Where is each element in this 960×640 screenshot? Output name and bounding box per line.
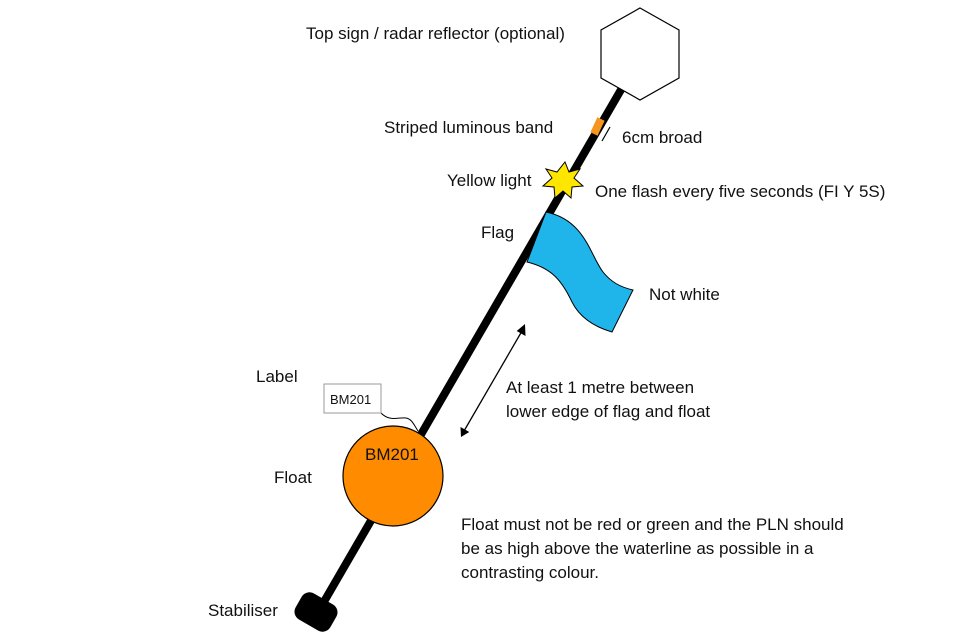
band-width-label: 6cm broad [622,128,702,147]
float-label: Float [274,468,312,487]
striped-band-label: Striped luminous band [384,118,553,137]
float-text: BM201 [365,445,419,464]
distance-label-line1: At least 1 metre between [506,378,694,397]
flag-colour-label: Not white [649,285,720,304]
label-label: Label [256,367,298,386]
top-sign-label: Top sign / radar reflector (optional) [306,24,565,43]
flag-label: Flag [481,223,514,242]
distance-label-line2: lower edge of flag and float [506,402,710,421]
float [342,425,444,527]
float-rule-line2: be as high above the waterline as possib… [461,539,814,558]
striped-luminous-band [590,117,605,136]
yellow-light-label: Yellow light [447,171,532,190]
float-rule-line1: Float must not be red or green and the P… [461,515,844,534]
top-sign-hexagon [600,7,680,101]
label-connector [380,412,419,432]
label-tag [323,383,382,414]
distance-arrow [460,324,526,437]
flash-rule-label: One flash every five seconds (FI Y 5S) [595,182,885,201]
label-tag-text: BM201 [330,392,371,407]
yellow-light-star [541,161,585,200]
float-rule-line3: contrasting colour. [461,563,599,582]
stabiliser-label: Stabiliser [208,601,278,620]
band-width-tick [601,126,611,142]
flag [526,211,634,333]
stabiliser [294,592,338,632]
